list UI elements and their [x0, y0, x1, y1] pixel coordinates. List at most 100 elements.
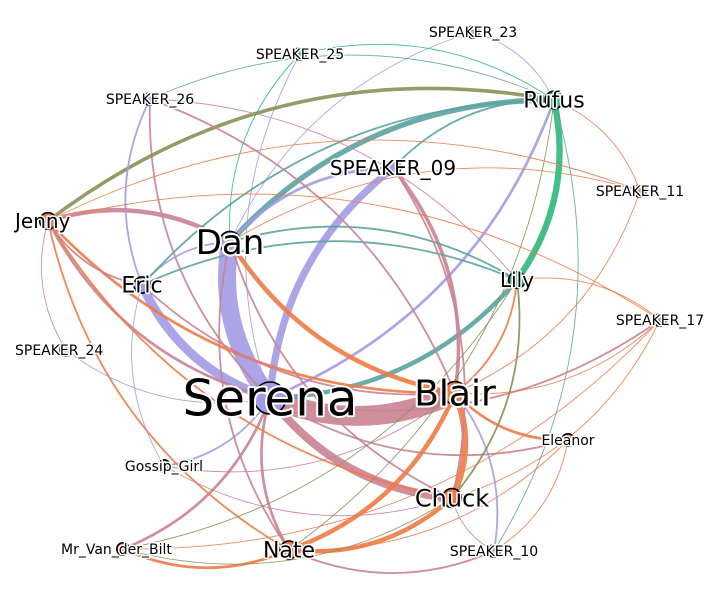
edge-speaker_26-blair — [149, 98, 456, 394]
edge-chuck-speaker_17 — [451, 319, 661, 499]
node-gossip_girl[interactable] — [157, 458, 172, 473]
edge-serena-dan — [218, 233, 279, 407]
edge-jenny-speaker_11 — [47, 139, 641, 222]
edge-rufus-jenny — [46, 86, 556, 223]
edge-speaker_09-dan — [228, 166, 395, 244]
node-serena[interactable] — [253, 381, 287, 415]
edge-dan-speaker_11 — [229, 167, 641, 243]
edge-serena-blair — [260, 383, 465, 426]
edge-nate-speaker_10 — [288, 549, 495, 574]
edge-speaker_23-rufus — [472, 31, 555, 101]
edge-serena-speaker_09 — [266, 164, 397, 402]
node-dan[interactable] — [218, 230, 242, 254]
edge-rufus-speaker_09 — [392, 99, 555, 169]
edge-jenny-speaker_24 — [40, 220, 67, 351]
edge-serena-eric — [137, 280, 275, 403]
nodes-layer — [38, 24, 667, 560]
node-label-serena: Serena — [182, 370, 357, 428]
node-jenny[interactable] — [38, 211, 58, 231]
node-label-mr_van_der_bilt: Mr_Van_der_Bilt — [61, 542, 172, 558]
edge-speaker_17-jenny — [47, 193, 661, 321]
node-lily[interactable] — [507, 270, 527, 290]
edge-speaker_11-rufus — [553, 99, 641, 192]
node-label-rufus: Rufus — [523, 89, 584, 114]
edge-dan-chuck — [229, 241, 453, 499]
node-label-jenny: Jenny — [13, 209, 71, 233]
node-label-speaker_09: SPEAKER_09 — [330, 156, 456, 180]
edge-blair-dan — [227, 239, 458, 396]
edge-speaker_09-chuck — [392, 167, 466, 499]
edge-serena-eleanor — [269, 397, 569, 457]
node-label-speaker_17: SPEAKER_17 — [616, 313, 704, 329]
edge-nate-jenny — [47, 220, 290, 551]
edge-eric-gossip_girl — [131, 284, 165, 467]
node-label-speaker_24: SPEAKER_24 — [15, 343, 103, 359]
node-label-speaker_25: SPEAKER_25 — [256, 47, 344, 63]
node-label-speaker_26: SPEAKER_26 — [106, 92, 194, 108]
node-eric[interactable] — [133, 276, 151, 294]
node-label-gossip_girl: Gossip_Girl — [125, 459, 203, 475]
edge-gossip_girl-chuck — [163, 465, 453, 517]
node-speaker_17[interactable] — [652, 312, 667, 327]
edge-serena-rufus — [268, 98, 556, 400]
edge-dan-speaker_23 — [229, 31, 474, 243]
edge-blair-lily — [454, 279, 518, 394]
edge-nate-mr_van_der_bilt — [121, 547, 291, 570]
edge-speaker_24-serena — [65, 349, 271, 404]
edge-serena-chuck — [265, 393, 457, 503]
node-label-chuck: Chuck — [415, 484, 489, 512]
edge-serena-mr_van_der_bilt — [121, 396, 272, 551]
node-speaker_24[interactable] — [58, 342, 73, 357]
node-speaker_26[interactable] — [143, 92, 158, 107]
node-label-speaker_11: SPEAKER_11 — [596, 184, 684, 200]
edge-lily-chuck — [451, 279, 521, 499]
node-chuck[interactable] — [441, 487, 463, 509]
edge-blair-jenny — [46, 219, 457, 395]
edge-jenny-eric — [47, 220, 143, 286]
edge-eleanor-speaker_10 — [493, 439, 569, 552]
node-speaker_23[interactable] — [465, 24, 480, 39]
node-blair[interactable] — [442, 380, 468, 406]
edge-chuck-jenny — [47, 220, 453, 499]
edge-speaker_26-lily — [149, 98, 518, 281]
edge-blair-speaker_10 — [454, 392, 499, 552]
edge-rufus-speaker_26 — [149, 54, 555, 101]
edge-mr_van_der_bilt-lily — [122, 279, 518, 550]
edge-chuck-nate — [286, 495, 455, 554]
edge-eric-speaker_26 — [124, 98, 151, 286]
edge-rufus-lily — [513, 96, 563, 284]
node-label-nate: Nate — [263, 539, 315, 564]
node-nate[interactable] — [279, 540, 299, 560]
edge-blair-eric — [141, 284, 456, 396]
node-label-speaker_10: SPEAKER_10 — [450, 544, 538, 560]
edge-speaker_25-rufus — [299, 43, 555, 101]
edge-rufus-speaker_10 — [493, 99, 579, 552]
node-label-lily: Lily — [500, 268, 534, 292]
node-label-speaker_23: SPEAKER_23 — [429, 25, 517, 41]
node-mr_van_der_bilt[interactable] — [116, 541, 131, 556]
node-speaker_09[interactable] — [384, 159, 402, 177]
node-label-blair: Blair — [414, 374, 496, 415]
edge-nate-eleanor — [288, 439, 569, 551]
node-label-eric: Eric — [121, 274, 162, 299]
node-speaker_10[interactable] — [486, 543, 501, 558]
node-eleanor[interactable] — [560, 432, 575, 447]
edge-lily-eric — [141, 240, 518, 286]
edges-layer — [40, 31, 661, 574]
node-rufus[interactable] — [544, 90, 564, 110]
edge-serena-speaker_17 — [269, 319, 661, 412]
node-speaker_11[interactable] — [632, 184, 647, 199]
edge-serena-nate — [260, 396, 291, 552]
edge-serena-lily — [267, 277, 520, 401]
edge-mr_van_der_bilt-chuck — [122, 497, 453, 565]
edge-dan-lily — [229, 225, 518, 281]
edge-blair-nate — [286, 390, 458, 553]
node-label-eleanor: Eleanor — [541, 433, 594, 449]
edge-speaker_25-dan — [229, 53, 301, 243]
node-label-dan: Dan — [196, 223, 265, 263]
node-speaker_25[interactable] — [292, 46, 307, 61]
edge-rufus-nate — [288, 99, 555, 551]
edge-serena-jenny — [46, 219, 272, 400]
